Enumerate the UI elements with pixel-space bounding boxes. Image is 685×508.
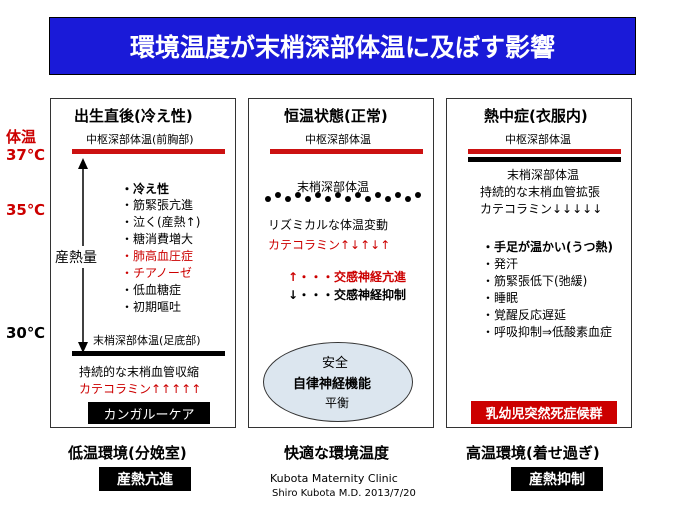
panel-heat-heading: 熱中症(衣服内) [484, 107, 588, 125]
legend-sympathetic-down: ↓・・・交感神経抑制 [288, 288, 407, 302]
axis-tick-35: 35℃ [6, 201, 46, 219]
panel-normal-core-bar [270, 149, 423, 154]
heat-list-item: ・発汗 [482, 257, 519, 271]
heat-production-down-tag: 産熱抑制 [511, 467, 603, 491]
axis-label-body-temp: 体温 [6, 128, 37, 146]
ellipse-line-safety: 安全 [322, 356, 349, 371]
credit-clinic: Kubota Maternity Clinic [270, 472, 398, 485]
panel-heat [446, 98, 632, 428]
cold-list-item: ・チアノーゼ [121, 266, 192, 280]
panel-heat-peripheral-label: 末梢深部体温 [507, 168, 580, 182]
cold-list-item: ・低血糖症 [121, 283, 182, 297]
cold-list-item: ・泣く(産熱↑) [121, 215, 201, 229]
kangaroo-care-box: カンガルーケア [88, 402, 210, 424]
panel-heat-note2: カテコラミン↓↓↓↓↓ [480, 202, 603, 216]
panel-cold-core-bar [72, 149, 225, 154]
panel-heat-peripheral-bar [468, 157, 621, 162]
heat-list-item: ・筋緊張低下(弛緩) [482, 274, 588, 288]
credit-author: Shiro Kubota M.D. 2013/7/20 [272, 488, 416, 499]
heat-list-item: ・睡眠 [482, 291, 519, 305]
panel-heat-core-label: 中枢深部体温 [505, 133, 571, 146]
cold-list-item: ・筋緊張亢進 [121, 198, 194, 212]
panel-cold-core-label: 中枢深部体温(前胸部) [86, 133, 194, 146]
env-hot-label: 高温環境(着せ過ぎ) [466, 444, 600, 462]
heat-production-up-tag: 産熱亢進 [99, 467, 191, 491]
ellipse-line-balance: 平衡 [325, 396, 350, 410]
heat-list-item: ・手足が温かい(うつ熱) [482, 240, 613, 254]
panel-normal-core-label: 中枢深部体温 [305, 133, 371, 146]
cold-list-item: ・糖消費増大 [121, 232, 194, 246]
panel-cold-heading: 出生直後(冷え性) [74, 107, 193, 125]
panel-heat-note1: 持続的な末梢血管拡張 [480, 185, 601, 199]
axis-tick-30: 30℃ [6, 324, 46, 342]
panel-cold-note1: 持続的な末梢血管収縮 [79, 365, 200, 379]
safety-ellipse [263, 342, 413, 422]
rhythm-label: リズミカルな体温変動 [268, 218, 389, 232]
sids-box: 乳幼児突然死症候群 [471, 401, 617, 424]
panel-cold-note2: カテコラミン↑↑↑↑↑ [79, 382, 202, 396]
cold-list-item: ・初期嘔吐 [121, 300, 182, 314]
ellipse-line-autonomic: 自律神経機能 [293, 377, 372, 392]
cold-list-item: ・肺高血圧症 [121, 249, 194, 263]
panel-cold-peripheral-bar [72, 351, 225, 356]
panel-normal-heading: 恒温状態(正常) [284, 107, 388, 125]
heat-production-label: 産熱量 [55, 246, 97, 268]
cold-list-item: ・冷え性 [121, 182, 170, 196]
heat-list-item: ・覚醒反応遅延 [482, 308, 567, 322]
panel-cold-peripheral-label: 末梢深部体温(足底部) [93, 334, 201, 347]
panel-normal-cate: カテコラミン↑↓↑↓↑ [268, 238, 391, 252]
env-cold-label: 低温環境(分娩室) [68, 444, 187, 462]
axis-tick-37: 37℃ [6, 146, 46, 164]
title-banner: 環境温度が末梢深部体温に及ぼす影響 [49, 17, 636, 75]
page-title: 環境温度が末梢深部体温に及ぼす影響 [129, 33, 555, 62]
env-normal-label: 快適な環境温度 [284, 444, 390, 462]
panel-normal-peripheral-label: 末梢深部体温 [297, 180, 370, 194]
panel-heat-core-bar [468, 149, 621, 154]
heat-list-item: ・呼吸抑制⇒低酸素血症 [482, 325, 613, 339]
legend-sympathetic-up: ↑・・・交感神経亢進 [288, 270, 407, 284]
